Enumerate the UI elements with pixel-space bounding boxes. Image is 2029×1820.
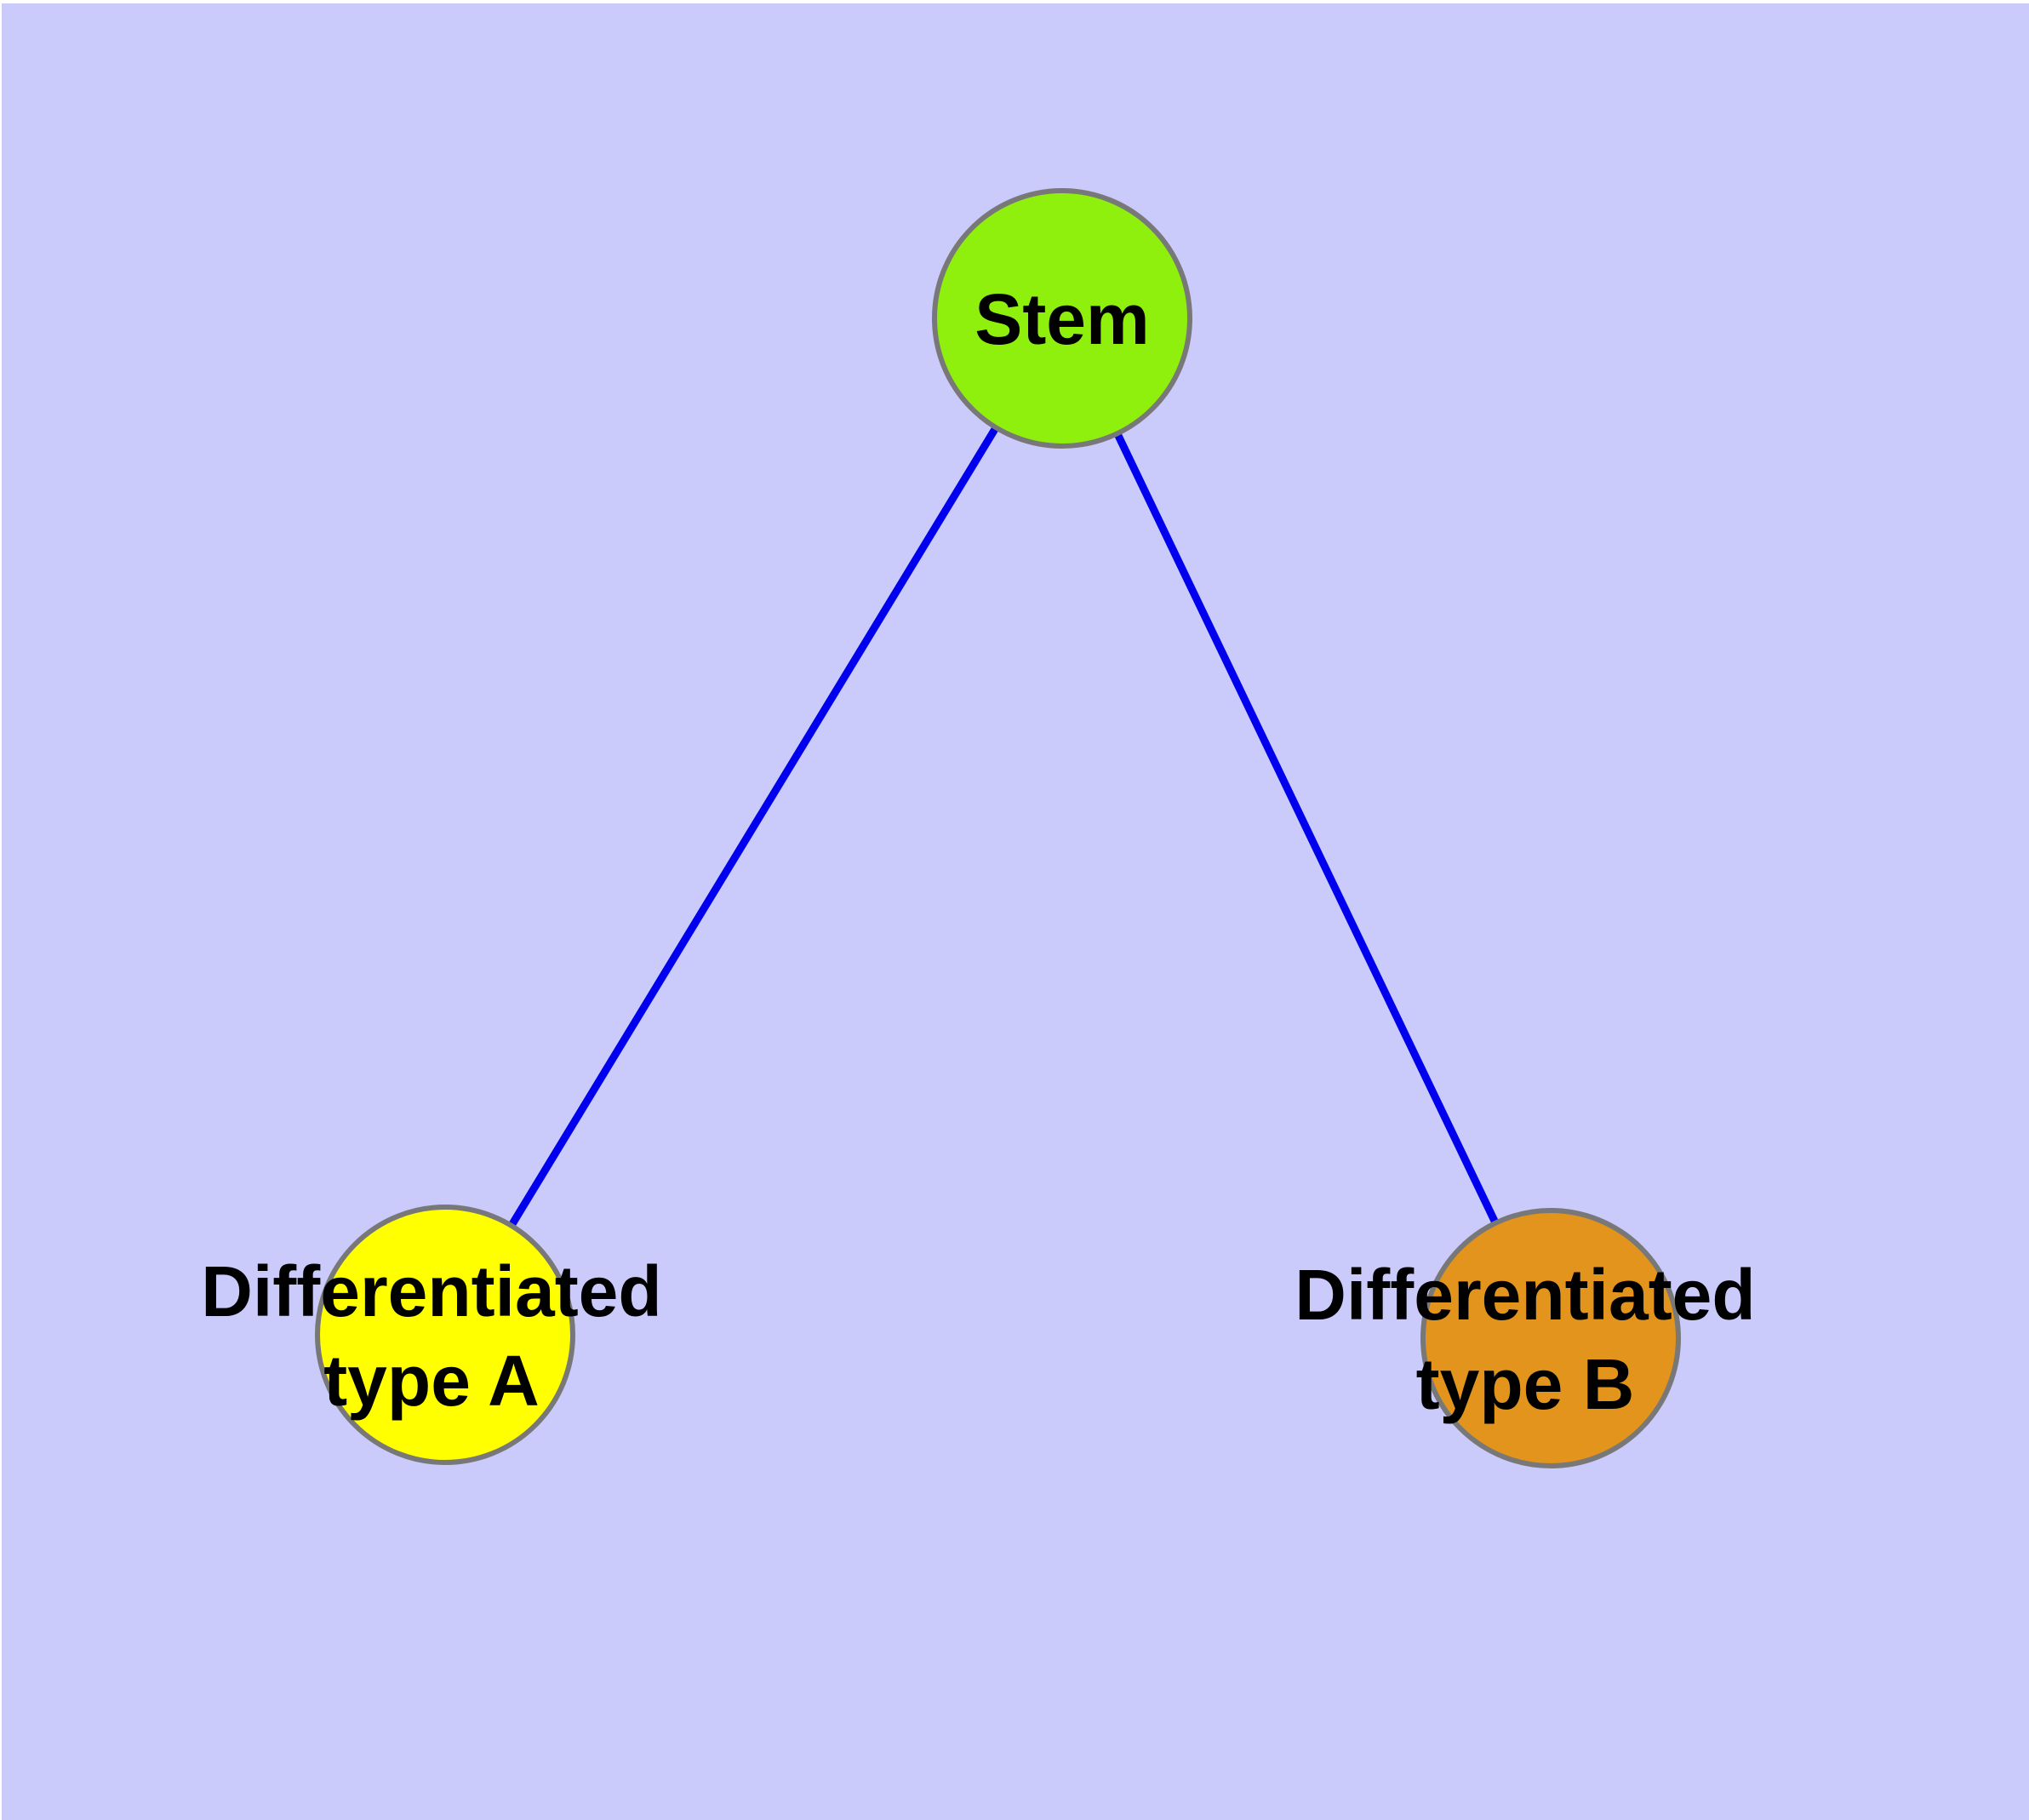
node-type-b-label-line1: Differentiated — [1295, 1255, 1755, 1335]
node-stem — [932, 188, 1192, 449]
edge-stem-to-type-b — [1058, 317, 1555, 1340]
node-stem-label: Stem — [974, 279, 1149, 359]
node-differentiated-type-a — [315, 1205, 575, 1465]
node-type-a-label-line1: Differentiated — [201, 1251, 661, 1331]
node-type-a-label-line2: type A — [323, 1341, 540, 1421]
node-type-b-label-line2: type B — [1416, 1344, 1635, 1424]
node-differentiated-type-b — [1420, 1208, 1681, 1468]
edge-stem-to-type-a — [442, 316, 1066, 1337]
